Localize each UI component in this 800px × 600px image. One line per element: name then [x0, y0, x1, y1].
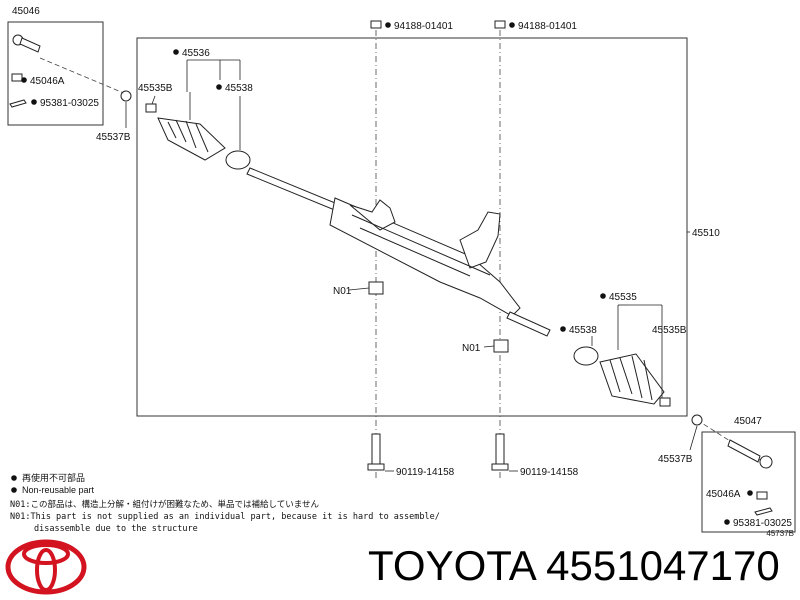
boot-left-drawing [145, 103, 251, 170]
n01-nut-drawings [368, 281, 509, 353]
leader-lines [125, 59, 698, 472]
assembly-frame [136, 37, 688, 417]
axis-line-right [696, 419, 761, 461]
rack-body-drawing [246, 167, 551, 337]
label-45047: 45047 [734, 416, 762, 427]
label-n01-right: N01 [462, 343, 481, 354]
label-45046A-top: 45046A [30, 76, 65, 87]
label-45046A-bottom: 45046A [706, 489, 741, 500]
tie-rod-end-box-left [7, 21, 104, 126]
legend-n01-jp: N01:この部品は、構造上分解・組付けが困難なため、単品では補給していません [10, 500, 319, 510]
legend-en-nonreusable: Non-reusable part [22, 485, 95, 495]
lock-nut-left [120, 90, 132, 102]
label-95381-bottom: 95381-03025 [733, 518, 792, 529]
label-90119-b: 90119-14158 [520, 467, 579, 478]
legend-n01-en-2: disassemble due to the structure [34, 524, 198, 534]
label-45535: 45535 [609, 292, 637, 303]
bullets [11, 22, 753, 525]
label-90119-a: 90119-14158 [396, 467, 455, 478]
label-94188-b: 94188-01401 [518, 21, 577, 32]
label-45537B-left: 45537B [96, 132, 131, 143]
toyota-logo [5, 539, 87, 595]
legend-jp-nonreusable: 再使用不可部品 [22, 473, 86, 483]
boot-right-drawing [573, 346, 671, 407]
tie-rod-end-right-drawing [727, 439, 773, 516]
label-45537B-right: 45537B [658, 454, 693, 465]
label-45535B-right: 45535B [652, 325, 687, 336]
label-45538-left: 45538 [225, 83, 253, 94]
tie-rod-end-box-right [701, 431, 796, 533]
label-45538-right: 45538 [569, 325, 597, 336]
label-45535B-left: 45535B [138, 83, 173, 94]
brand-part-number: TOYOTA 4551047170 [368, 542, 780, 589]
label-45046: 45046 [12, 6, 40, 17]
label-n01-left: N01 [333, 286, 352, 297]
nut-94188-drawings [370, 20, 506, 29]
lock-nut-right [691, 414, 703, 426]
label-45510: 45510 [692, 228, 720, 239]
label-94188-a: 94188-01401 [394, 21, 453, 32]
bolt-90119-drawings [367, 433, 509, 471]
legend-n01-en-1: N01:This part is not supplied as an indi… [10, 512, 440, 522]
diagram-code: 45737B [766, 529, 794, 538]
label-95381-top: 95381-03025 [40, 98, 99, 109]
tie-rod-end-left-drawing [9, 34, 41, 108]
label-45536: 45536 [182, 48, 210, 59]
